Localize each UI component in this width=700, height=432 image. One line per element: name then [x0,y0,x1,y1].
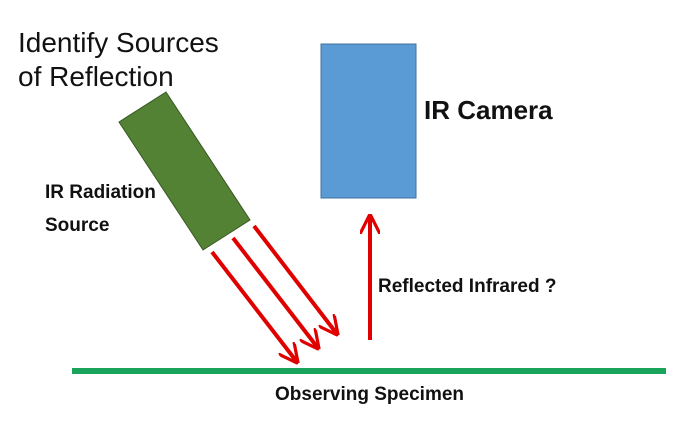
ir-camera-block [320,43,417,199]
ir-source-label-line-1: IR Radiation [45,182,156,203]
specimen-label: Observing Specimen [275,384,465,405]
ir-source-label-line-2: Source [45,215,110,236]
incident-ray-arrow [252,224,337,334]
title-line-1: Identify Sources [18,27,219,58]
ir-camera-label: IR Camera [424,95,553,125]
specimen-surface [72,368,666,374]
title-line-2: of Reflection [18,61,174,92]
reflected-infrared-label: Reflected Infrared ? [378,276,557,297]
ir-source-block [118,91,251,251]
incident-ray-arrow [210,250,297,362]
incident-ray-arrow [231,236,318,348]
